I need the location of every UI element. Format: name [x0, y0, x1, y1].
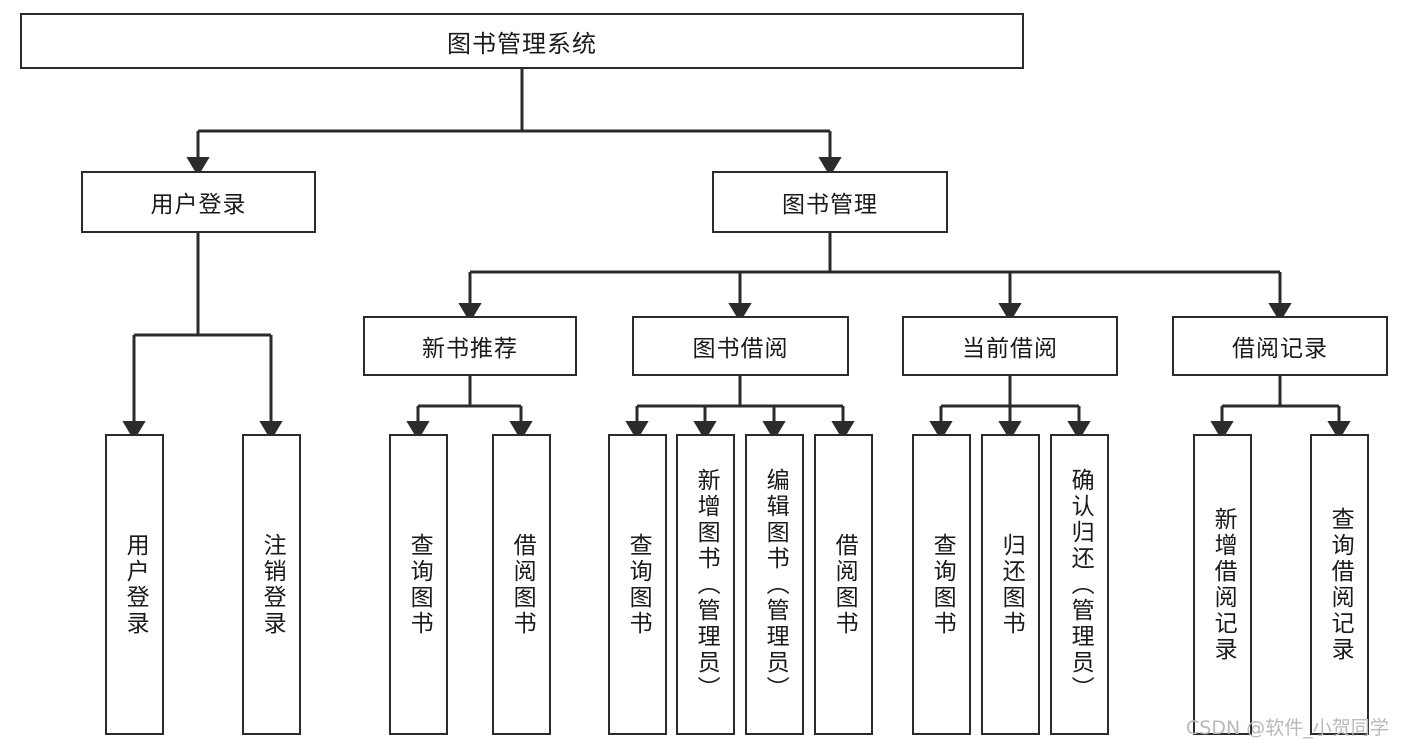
node-book-borrow[interactable]: 图书借阅 — [632, 316, 849, 376]
node-root-book-management-system[interactable]: 图书管理系统 — [20, 13, 1024, 69]
watermark: CSDN @软件_小贺同学 — [1186, 717, 1389, 739]
node-leaf-borrow-book-1[interactable]: 借阅图书 — [492, 434, 551, 735]
node-label: 用户登录 — [150, 192, 247, 218]
node-label: 查询图书 — [406, 532, 433, 637]
node-leaf-query-book-3[interactable]: 查询图书 — [912, 434, 971, 735]
node-leaf-edit-book[interactable]: 编辑图书（管理员） — [745, 434, 804, 735]
node-label: 用户登录 — [122, 532, 149, 637]
node-new-book-recommend[interactable]: 新书推荐 — [363, 316, 577, 376]
node-label: 借阅图书 — [831, 532, 858, 637]
node-label: 新书推荐 — [422, 336, 518, 362]
node-label: 图书借阅 — [692, 336, 789, 362]
node-leaf-add-book[interactable]: 新增图书（管理员） — [676, 434, 735, 735]
node-leaf-confirm-return[interactable]: 确认归还（管理员） — [1050, 434, 1109, 735]
node-label: 确认归还（管理员） — [1067, 467, 1094, 702]
node-current-borrow[interactable]: 当前借阅 — [902, 316, 1118, 376]
node-user-login[interactable]: 用户登录 — [81, 171, 316, 233]
node-leaf-query-book-1[interactable]: 查询图书 — [389, 434, 448, 735]
node-label: 新增借阅记录 — [1210, 506, 1237, 663]
node-book-manage[interactable]: 图书管理 — [712, 171, 948, 233]
node-label: 编辑图书（管理员） — [762, 467, 789, 702]
node-label: 查询图书 — [929, 532, 956, 637]
node-label: 查询图书 — [625, 532, 652, 637]
node-leaf-query-record[interactable]: 查询借阅记录 — [1310, 434, 1369, 735]
node-label: 注销登录 — [259, 532, 286, 637]
node-label: 借阅记录 — [1232, 336, 1328, 362]
node-label: 当前借阅 — [962, 336, 1058, 362]
node-leaf-add-record[interactable]: 新增借阅记录 — [1193, 434, 1252, 735]
node-label: 归还图书 — [998, 532, 1025, 637]
node-label: 新增图书（管理员） — [693, 467, 720, 702]
node-leaf-return-book[interactable]: 归还图书 — [981, 434, 1040, 735]
node-leaf-borrow-book-2[interactable]: 借阅图书 — [814, 434, 873, 735]
node-leaf-user-logout[interactable]: 注销登录 — [242, 434, 301, 735]
node-label: 查询借阅记录 — [1327, 506, 1354, 663]
node-label: 图书管理系统 — [447, 29, 597, 58]
node-leaf-user-login[interactable]: 用户登录 — [105, 434, 164, 735]
node-leaf-query-book-2[interactable]: 查询图书 — [608, 434, 667, 735]
node-label: 借阅图书 — [509, 532, 536, 637]
node-label: 图书管理 — [782, 192, 878, 218]
node-borrow-record[interactable]: 借阅记录 — [1172, 316, 1388, 376]
